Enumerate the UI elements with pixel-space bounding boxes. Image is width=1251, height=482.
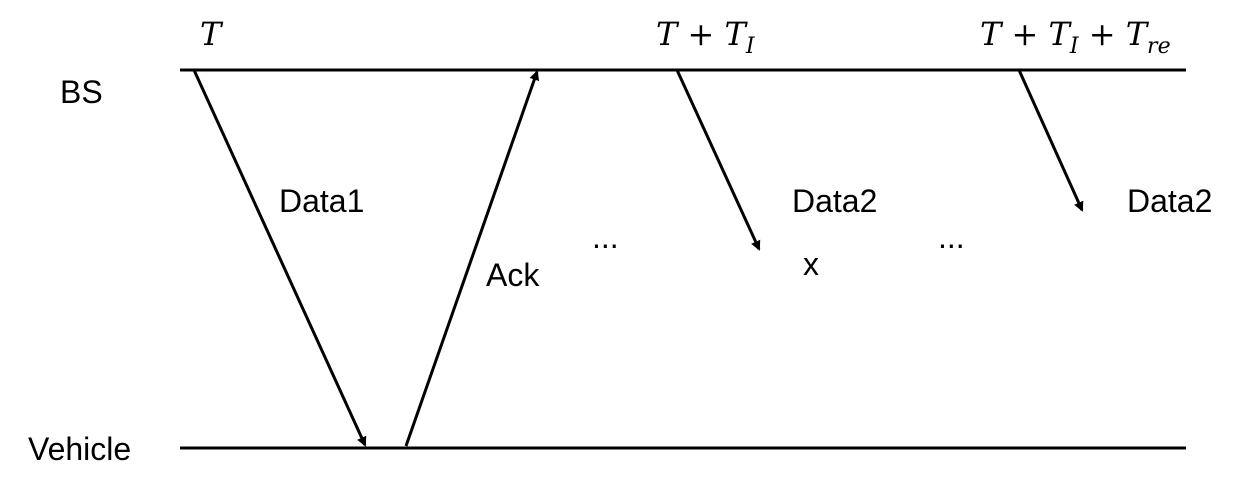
time-label-t-plus-ti-plus-tre: T + TI + Tre — [980, 15, 1171, 59]
time-label-t: T — [200, 15, 224, 53]
ellipsis-1: ... — [592, 219, 619, 255]
time-label-t2-base: T + T — [980, 15, 1073, 53]
time-label-t2-sub2: re — [1147, 34, 1171, 59]
data1-label: Data1 — [279, 183, 364, 219]
time-label-t-base: T — [200, 15, 224, 53]
ack-label: Ack — [486, 257, 540, 293]
data1-arrow — [192, 69, 367, 447]
ellipsis-2: ... — [938, 219, 965, 255]
data2-retx-label: Data2 — [1127, 183, 1212, 219]
data2-retx-arrow — [1017, 69, 1084, 212]
time-label-t2-mid: + T — [1079, 15, 1150, 53]
data2-lost-label: Data2 — [792, 183, 877, 219]
ack-arrow — [404, 70, 540, 447]
data2-lost-arrow — [675, 69, 761, 251]
time-label-t-plus-ti: T + TI — [656, 15, 756, 59]
time-label-t1-base: T + T — [656, 15, 749, 53]
lost-marker: x — [803, 246, 819, 282]
time-label-t1-sub: I — [745, 34, 756, 59]
vehicle-label: Vehicle — [28, 431, 131, 467]
bs-label: BS — [60, 74, 103, 110]
time-label-t2-sub1: I — [1069, 34, 1080, 59]
